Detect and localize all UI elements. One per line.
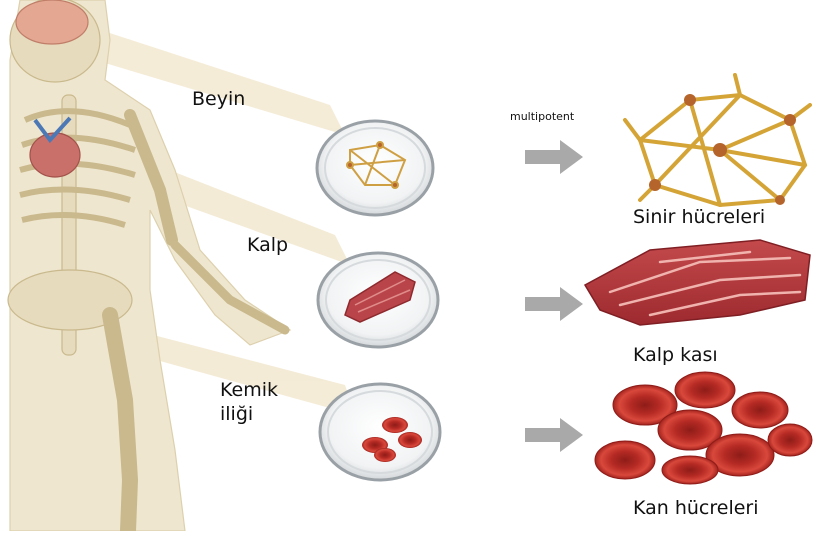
label-heart: Kalp xyxy=(247,233,288,257)
label-bone-marrow: Kemik iliği xyxy=(220,378,278,426)
arrow-muscle xyxy=(525,287,583,321)
dish-marrow xyxy=(320,384,440,480)
arrow-blood xyxy=(525,418,583,452)
label-heart-muscle: Kalp kası xyxy=(633,343,718,367)
nerve-cells-image xyxy=(625,75,810,205)
label-brain: Beyin xyxy=(192,87,245,111)
heart-organ xyxy=(30,133,80,177)
label-bone-marrow-line2: iliği xyxy=(220,402,278,426)
blood-cells-image xyxy=(595,372,812,484)
label-bone-marrow-line1: Kemik xyxy=(220,378,278,402)
heart-muscle-image xyxy=(585,240,810,325)
brain-area xyxy=(16,0,88,44)
dish-brain xyxy=(317,121,433,215)
dish-heart xyxy=(318,253,438,347)
label-blood-cells: Kan hücreleri xyxy=(633,496,759,520)
label-multipotent: multipotent xyxy=(510,110,574,124)
label-nerve-cells: Sinir hücreleri xyxy=(633,205,765,229)
arrows xyxy=(525,140,583,452)
arrow-nerve xyxy=(525,140,583,174)
